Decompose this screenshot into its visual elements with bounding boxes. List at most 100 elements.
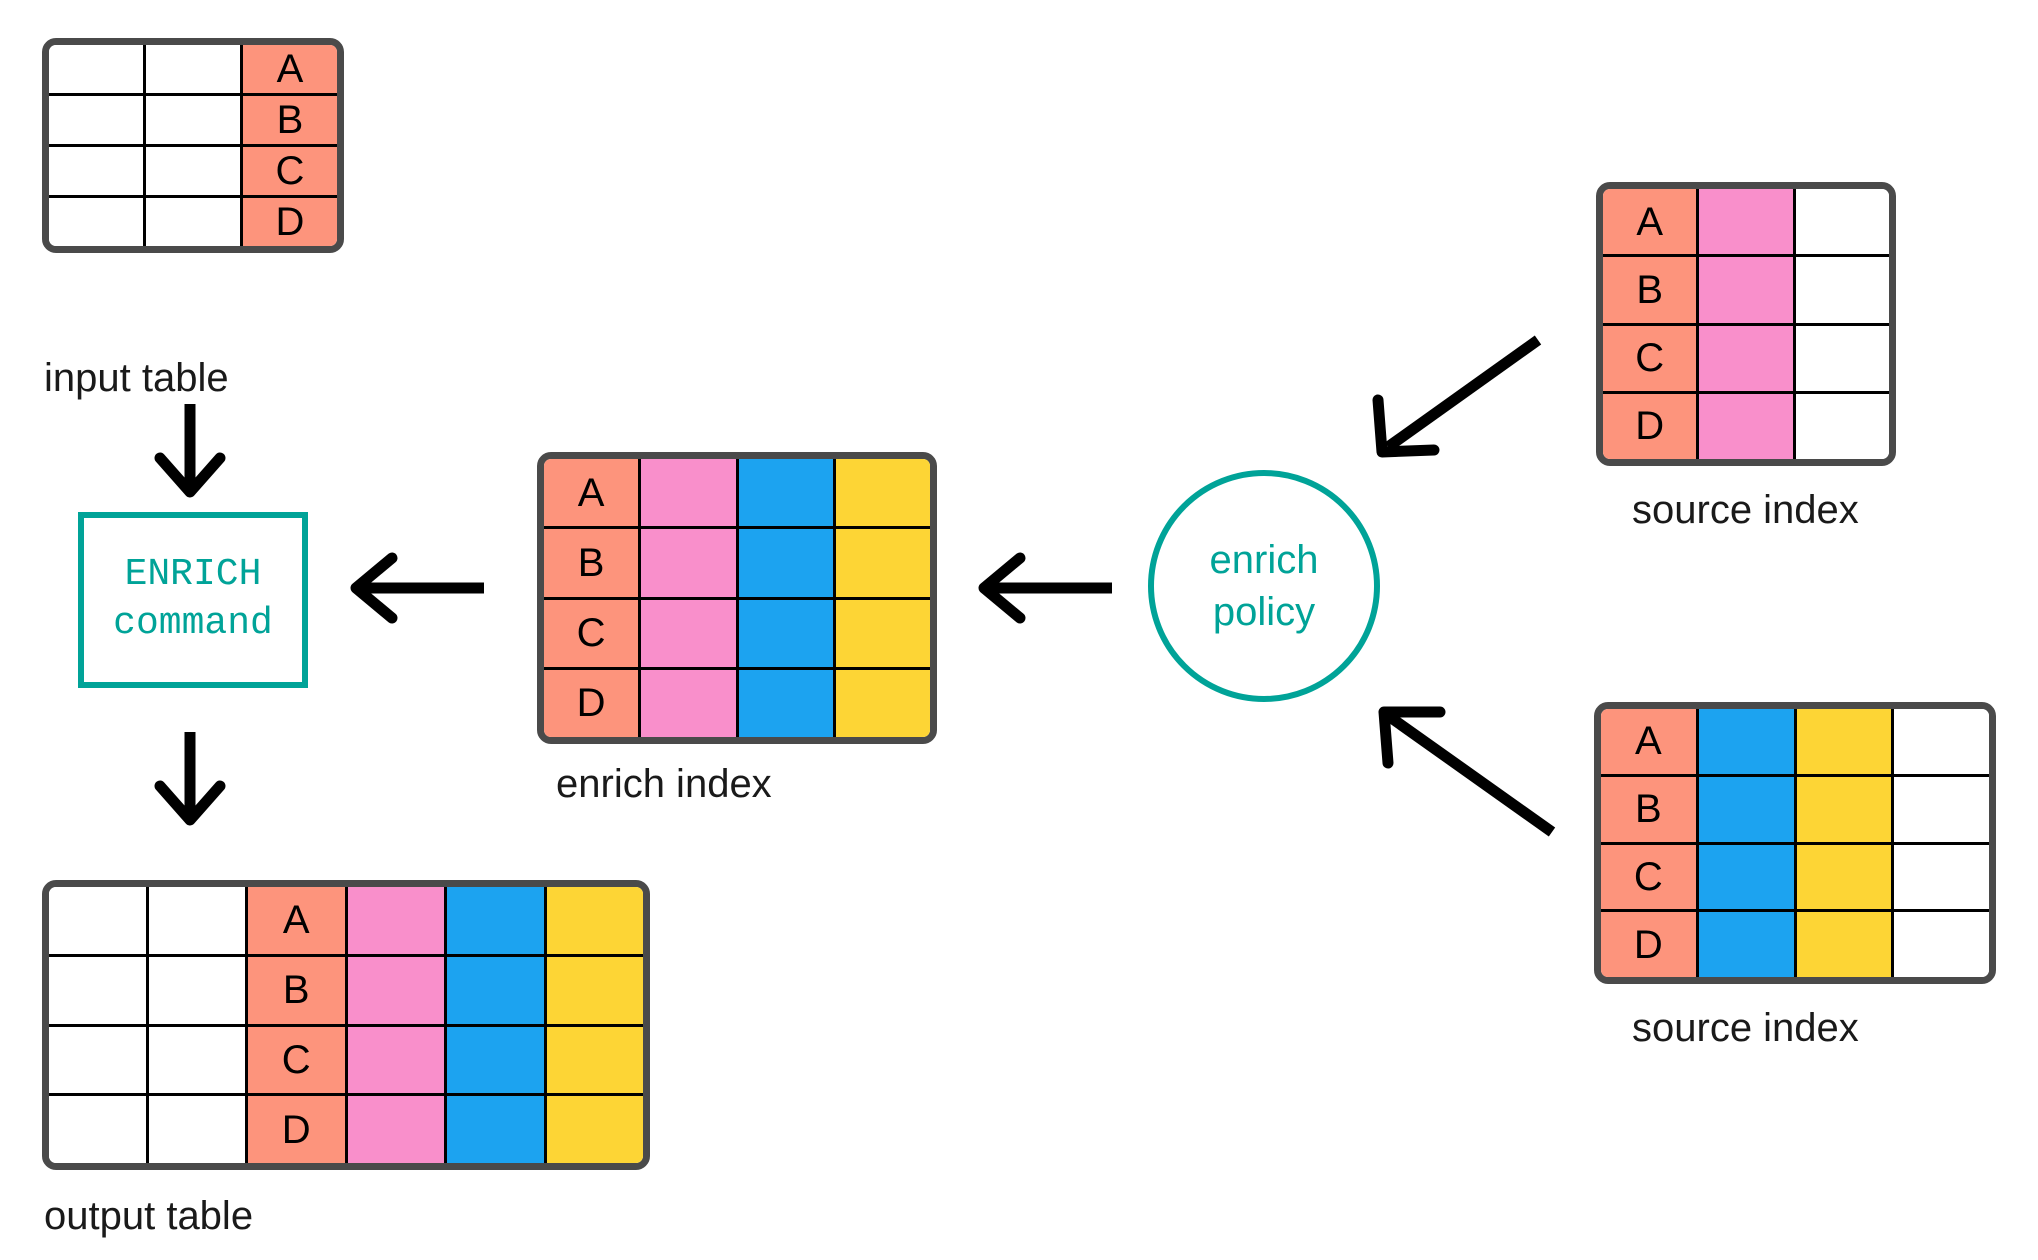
table-cell	[146, 198, 243, 246]
table-cell	[546, 1026, 643, 1094]
enrich-command-box[interactable]: ENRICH command	[78, 512, 308, 688]
table-cell	[1796, 709, 1895, 774]
table-row: B	[49, 96, 337, 147]
table-cell	[1795, 257, 1889, 323]
table-cell: A	[248, 887, 348, 954]
table-cell: D	[1601, 912, 1699, 977]
table-row: D	[1601, 912, 1989, 977]
table-cell	[835, 599, 930, 667]
table-cell	[1795, 189, 1889, 255]
table-cell	[1698, 776, 1797, 842]
table-cell: B	[1603, 257, 1700, 323]
enrich-command-line1: ENRICH	[124, 553, 262, 597]
table-cell	[1796, 776, 1895, 842]
table-cell: D	[243, 198, 337, 246]
table-cell	[1699, 393, 1796, 459]
table-cell	[447, 1026, 547, 1094]
table-cell: A	[1601, 709, 1699, 774]
table-cell: B	[544, 529, 642, 597]
table-cell	[347, 1096, 447, 1163]
table-cell: C	[248, 1026, 348, 1094]
table-cell	[146, 147, 243, 195]
table-cell	[1795, 325, 1889, 391]
table-cell	[1698, 709, 1797, 774]
arrow-source-bottom-to-policy	[1378, 706, 1556, 837]
table-cell: B	[243, 96, 337, 144]
table-cell	[738, 529, 836, 597]
table-row: A	[1603, 189, 1889, 258]
table-cell	[738, 669, 836, 737]
table-cell	[546, 956, 643, 1024]
table-cell	[49, 96, 146, 144]
table-cell	[1795, 393, 1889, 459]
table-cell	[835, 529, 930, 597]
arrow-source-top-to-policy	[1372, 335, 1542, 458]
table-cell: C	[544, 599, 642, 667]
output-table-caption: output table	[44, 1194, 254, 1238]
table-cell	[1894, 844, 1989, 910]
table-cell	[641, 529, 739, 597]
table-cell	[1894, 709, 1989, 774]
table-cell	[148, 1026, 248, 1094]
table-row: D	[49, 1096, 643, 1163]
table-row: B	[544, 529, 930, 600]
table-row: C	[49, 147, 337, 198]
table-cell	[835, 669, 930, 737]
table-cell: D	[544, 669, 642, 737]
table-cell: C	[1603, 325, 1700, 391]
table-cell	[49, 1096, 149, 1163]
enrich-policy-line2: policy	[1212, 590, 1316, 634]
table-cell	[1796, 844, 1895, 910]
table-cell	[738, 599, 836, 667]
table-cell: C	[243, 147, 337, 195]
table-cell	[447, 956, 547, 1024]
input-table-caption: input table	[44, 356, 229, 400]
table-cell	[49, 956, 149, 1024]
table-cell: A	[544, 459, 642, 527]
table-cell	[641, 669, 739, 737]
arrow-policy-to-enrich-index	[978, 552, 1112, 624]
source-index-top-caption: source index	[1632, 488, 1859, 532]
table-cell	[1894, 776, 1989, 842]
table-cell	[546, 887, 643, 954]
table-cell	[347, 956, 447, 1024]
table-cell: A	[1603, 189, 1700, 255]
arrow-input-to-command	[154, 404, 226, 498]
table-row: C	[544, 599, 930, 670]
table-row: D	[49, 198, 337, 246]
table-row: B	[1601, 776, 1989, 845]
table-cell	[148, 956, 248, 1024]
table-cell	[347, 1026, 447, 1094]
table-cell	[447, 887, 547, 954]
arrow-enrich-index-to-command	[350, 552, 484, 624]
table-row: A	[49, 887, 643, 957]
table-cell: B	[248, 956, 348, 1024]
enrich-command-line2: command	[113, 602, 273, 645]
table-cell	[49, 147, 146, 195]
enrich-index-caption: enrich index	[556, 762, 772, 806]
table-cell	[1796, 912, 1895, 977]
table-cell	[146, 96, 243, 144]
table-row: C	[1603, 325, 1889, 394]
table-cell	[347, 887, 447, 954]
table-cell	[546, 1096, 643, 1163]
table-cell	[1699, 257, 1796, 323]
table-cell	[1699, 189, 1796, 255]
table-cell	[835, 459, 930, 527]
table-cell	[1894, 912, 1989, 977]
table-cell	[738, 459, 836, 527]
table-cell: C	[1601, 844, 1699, 910]
table-cell: D	[1603, 393, 1700, 459]
arrow-command-to-output	[154, 732, 226, 826]
table-cell	[49, 887, 149, 954]
table-row: B	[49, 956, 643, 1027]
table-cell	[49, 45, 146, 93]
table-row: A	[49, 45, 337, 96]
table-row: B	[1603, 257, 1889, 326]
enrich-policy-node[interactable]: enrich policy	[1148, 470, 1380, 702]
